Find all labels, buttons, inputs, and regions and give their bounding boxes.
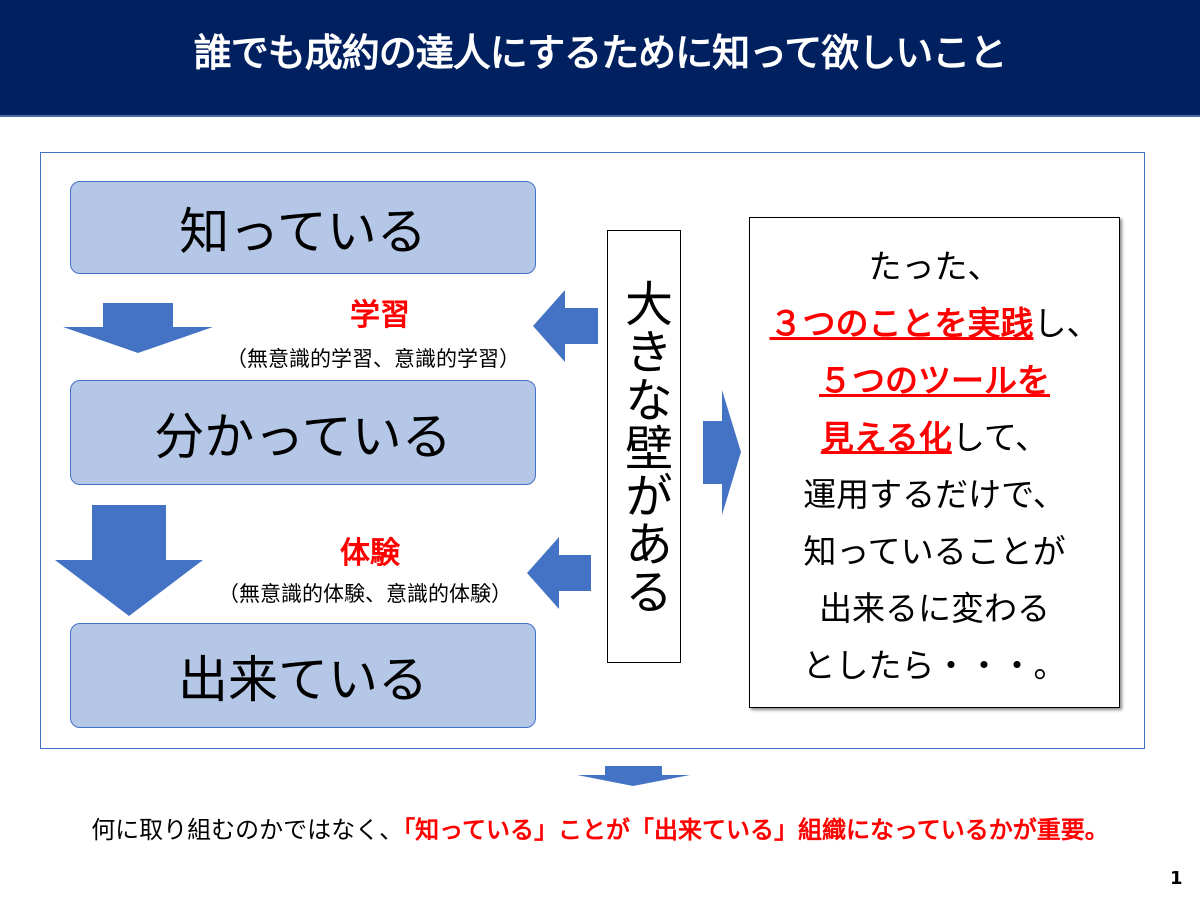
- message-line: 知っていることが: [803, 532, 1066, 571]
- stage-can-do: 出来ている: [70, 623, 536, 728]
- conclusion-text: 何に取り組むのかではなく、: [91, 816, 404, 844]
- highlight-text: ３つのことを実践: [769, 304, 1034, 343]
- transition-sub-learning: （無意識的学習、意識的学習）: [226, 347, 520, 371]
- stage-understand: 分かっている: [70, 380, 536, 485]
- down-arrow-icon: [577, 766, 690, 786]
- left-arrow-icon: [527, 537, 591, 609]
- conclusion: 何に取り組むのかではなく、「知っている」ことが「出来ている」組織になっているかが…: [0, 810, 1200, 845]
- stage-know: 知っている: [70, 181, 536, 274]
- slide-title: 誰でも成約の達人にするために知って欲しいこと: [193, 31, 1007, 75]
- conclusion-highlight: 「知っている」ことが「出来ている」組織になっているかが重要。: [403, 816, 1109, 844]
- left-arrow-icon: [533, 290, 598, 362]
- content-frame: [40, 152, 1145, 749]
- transition-label-learning: 学習: [350, 298, 410, 333]
- message-line: ３つのことを実践し、: [750, 295, 1119, 352]
- message-line: としたら・・・。: [802, 646, 1067, 685]
- message-box: たった、 ３つのことを実践し、 ５つのツールを 見える化して、 運用するだけで、…: [749, 217, 1120, 708]
- message-text: し、: [1033, 304, 1100, 343]
- down-arrow-icon: [63, 303, 213, 353]
- slide-header: 誰でも成約の達人にするために知って欲しいこと: [0, 0, 1200, 117]
- message-line: ５つのツールを: [750, 352, 1119, 409]
- message-text: して、: [951, 418, 1049, 457]
- down-arrow-icon: [55, 505, 203, 616]
- transition-sub-experience: （無意識的体験、意識的体験）: [218, 582, 512, 606]
- right-arrow-icon: [703, 390, 741, 515]
- page-number: 1: [1170, 868, 1183, 889]
- transition-label-experience: 体験: [340, 536, 400, 571]
- message-line: 見える化して、: [750, 409, 1119, 466]
- wall-label: 大きな壁がある: [607, 230, 681, 663]
- highlight-text: 見える化: [820, 418, 952, 457]
- message-line: 出来るに変わる: [819, 589, 1050, 628]
- message-line: たった、: [868, 247, 1001, 286]
- message-line: 運用するだけで、: [803, 475, 1066, 514]
- highlight-text: ５つのツールを: [819, 361, 1050, 400]
